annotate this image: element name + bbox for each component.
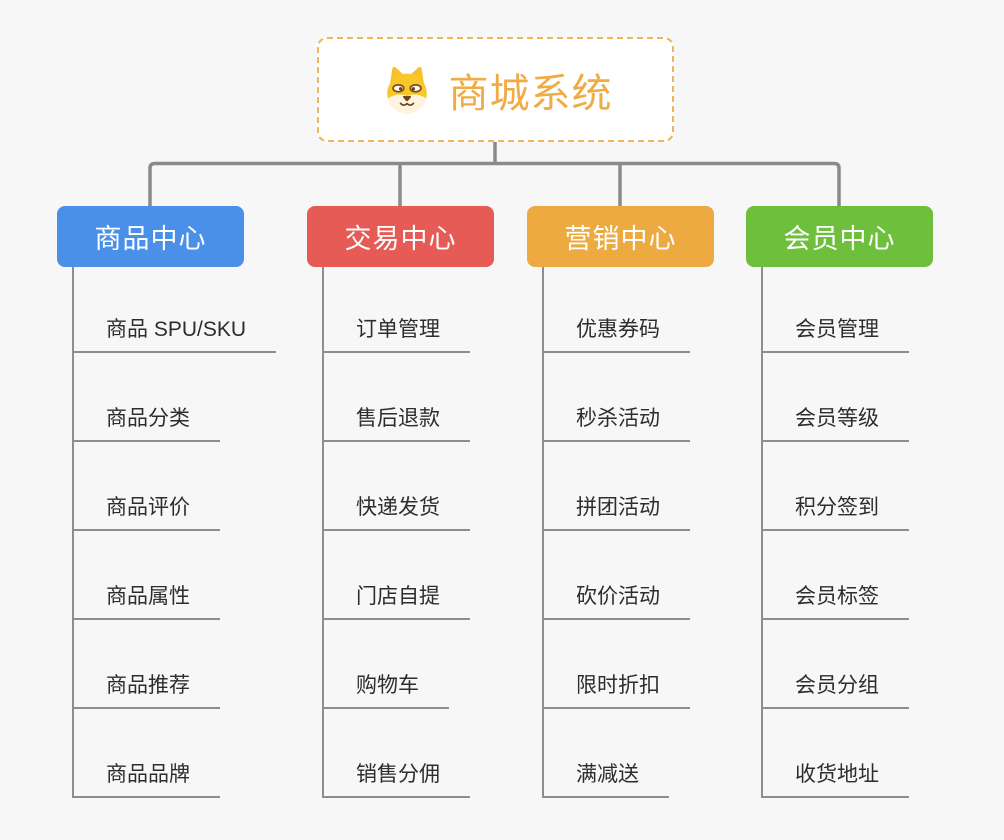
mindmap-item[interactable]: 商品 SPU/SKU	[74, 267, 277, 353]
mindmap-item[interactable]: 会员等级	[763, 353, 909, 442]
mindmap-item[interactable]: 会员管理	[763, 267, 909, 353]
branch-items-column-4: 会员管理会员等级积分签到会员标签会员分组收货地址	[761, 267, 909, 798]
mindmap-item[interactable]: 商品评价	[74, 442, 276, 531]
branch-header-label: 交易中心	[344, 224, 457, 254]
branch-header-3[interactable]: 营销中心	[527, 206, 714, 267]
branch-header-1[interactable]: 商品中心	[57, 206, 244, 267]
mindmap-item-label: 商品评价	[74, 495, 220, 531]
mindmap-item[interactable]: 会员标签	[763, 531, 909, 620]
mindmap-item-label: 收货地址	[763, 762, 909, 798]
mindmap-item[interactable]: 商品分类	[74, 353, 276, 442]
mindmap-item[interactable]: 限时折扣	[544, 620, 690, 709]
branch-header-label: 营销中心	[564, 224, 677, 254]
root-node[interactable]: 商城系统	[317, 37, 674, 142]
mindmap-item[interactable]: 销售分佣	[324, 709, 470, 798]
mindmap-item[interactable]: 商品品牌	[74, 709, 276, 798]
mindmap-item[interactable]: 拼团活动	[544, 442, 690, 531]
branch-items-column-1: 商品 SPU/SKU 商品分类商品评价商品属性商品推荐商品品牌	[72, 267, 277, 798]
mindmap-item-label: 门店自提	[324, 584, 470, 620]
branch-items-column-3: 优惠券码秒杀活动拼团活动砍价活动限时折扣满减送	[542, 267, 690, 798]
mindmap-item-label: 商品品牌	[74, 762, 220, 798]
mindmap-item[interactable]: 收货地址	[763, 709, 909, 798]
mindmap-item-label: 商品推荐	[74, 673, 220, 709]
branch-header-2[interactable]: 交易中心	[307, 206, 494, 267]
mindmap-item[interactable]: 售后退款	[324, 353, 470, 442]
dog-face-icon	[386, 66, 427, 113]
mindmap-item[interactable]: 快递发货	[324, 442, 470, 531]
branch-items-column-2: 订单管理售后退款快递发货门店自提购物车销售分佣	[322, 267, 470, 798]
branch-header-4[interactable]: 会员中心	[746, 206, 933, 267]
mindmap-item-label: 会员分组	[763, 673, 909, 709]
mindmap-item-label: 拼团活动	[544, 495, 690, 531]
mindmap-item[interactable]: 满减送	[544, 709, 690, 798]
mindmap-item[interactable]: 购物车	[324, 620, 470, 709]
mindmap-item-label: 商品属性	[74, 584, 220, 620]
mindmap-item[interactable]: 秒杀活动	[544, 353, 690, 442]
mindmap-item[interactable]: 积分签到	[763, 442, 909, 531]
mindmap-item[interactable]: 优惠券码	[544, 267, 690, 353]
mindmap-item-label: 商品分类	[74, 406, 220, 442]
root-title: 商城系统	[448, 71, 613, 116]
mindmap-item-label: 积分签到	[763, 495, 909, 531]
mindmap-item[interactable]: 门店自提	[324, 531, 470, 620]
mindmap-item[interactable]: 商品推荐	[74, 620, 276, 709]
branch-header-label: 商品中心	[94, 224, 207, 254]
mindmap-item-label: 商品 SPU/SKU	[74, 317, 277, 353]
mindmap-item-label: 限时折扣	[544, 673, 690, 709]
branch-header-label: 会员中心	[783, 224, 896, 254]
mindmap-item-label: 满减送	[544, 762, 669, 798]
mindmap-item-label: 会员标签	[763, 584, 909, 620]
mindmap-item-label: 会员等级	[763, 406, 909, 442]
mindmap-item-label: 购物车	[324, 673, 449, 709]
mindmap-item[interactable]: 订单管理	[324, 267, 470, 353]
mindmap-item-label: 快递发货	[324, 495, 470, 531]
mindmap-item-label: 秒杀活动	[544, 406, 690, 442]
mindmap-item-label: 会员管理	[763, 317, 909, 353]
mindmap-item-label: 砍价活动	[544, 584, 690, 620]
mindmap-item-label: 订单管理	[324, 317, 470, 353]
mindmap-item[interactable]: 商品属性	[74, 531, 276, 620]
mindmap-item-label: 销售分佣	[324, 762, 470, 798]
mindmap-item[interactable]: 会员分组	[763, 620, 909, 709]
mindmap-item-label: 售后退款	[324, 406, 470, 442]
mindmap-item[interactable]: 砍价活动	[544, 531, 690, 620]
mindmap-item-label: 优惠券码	[544, 317, 690, 353]
